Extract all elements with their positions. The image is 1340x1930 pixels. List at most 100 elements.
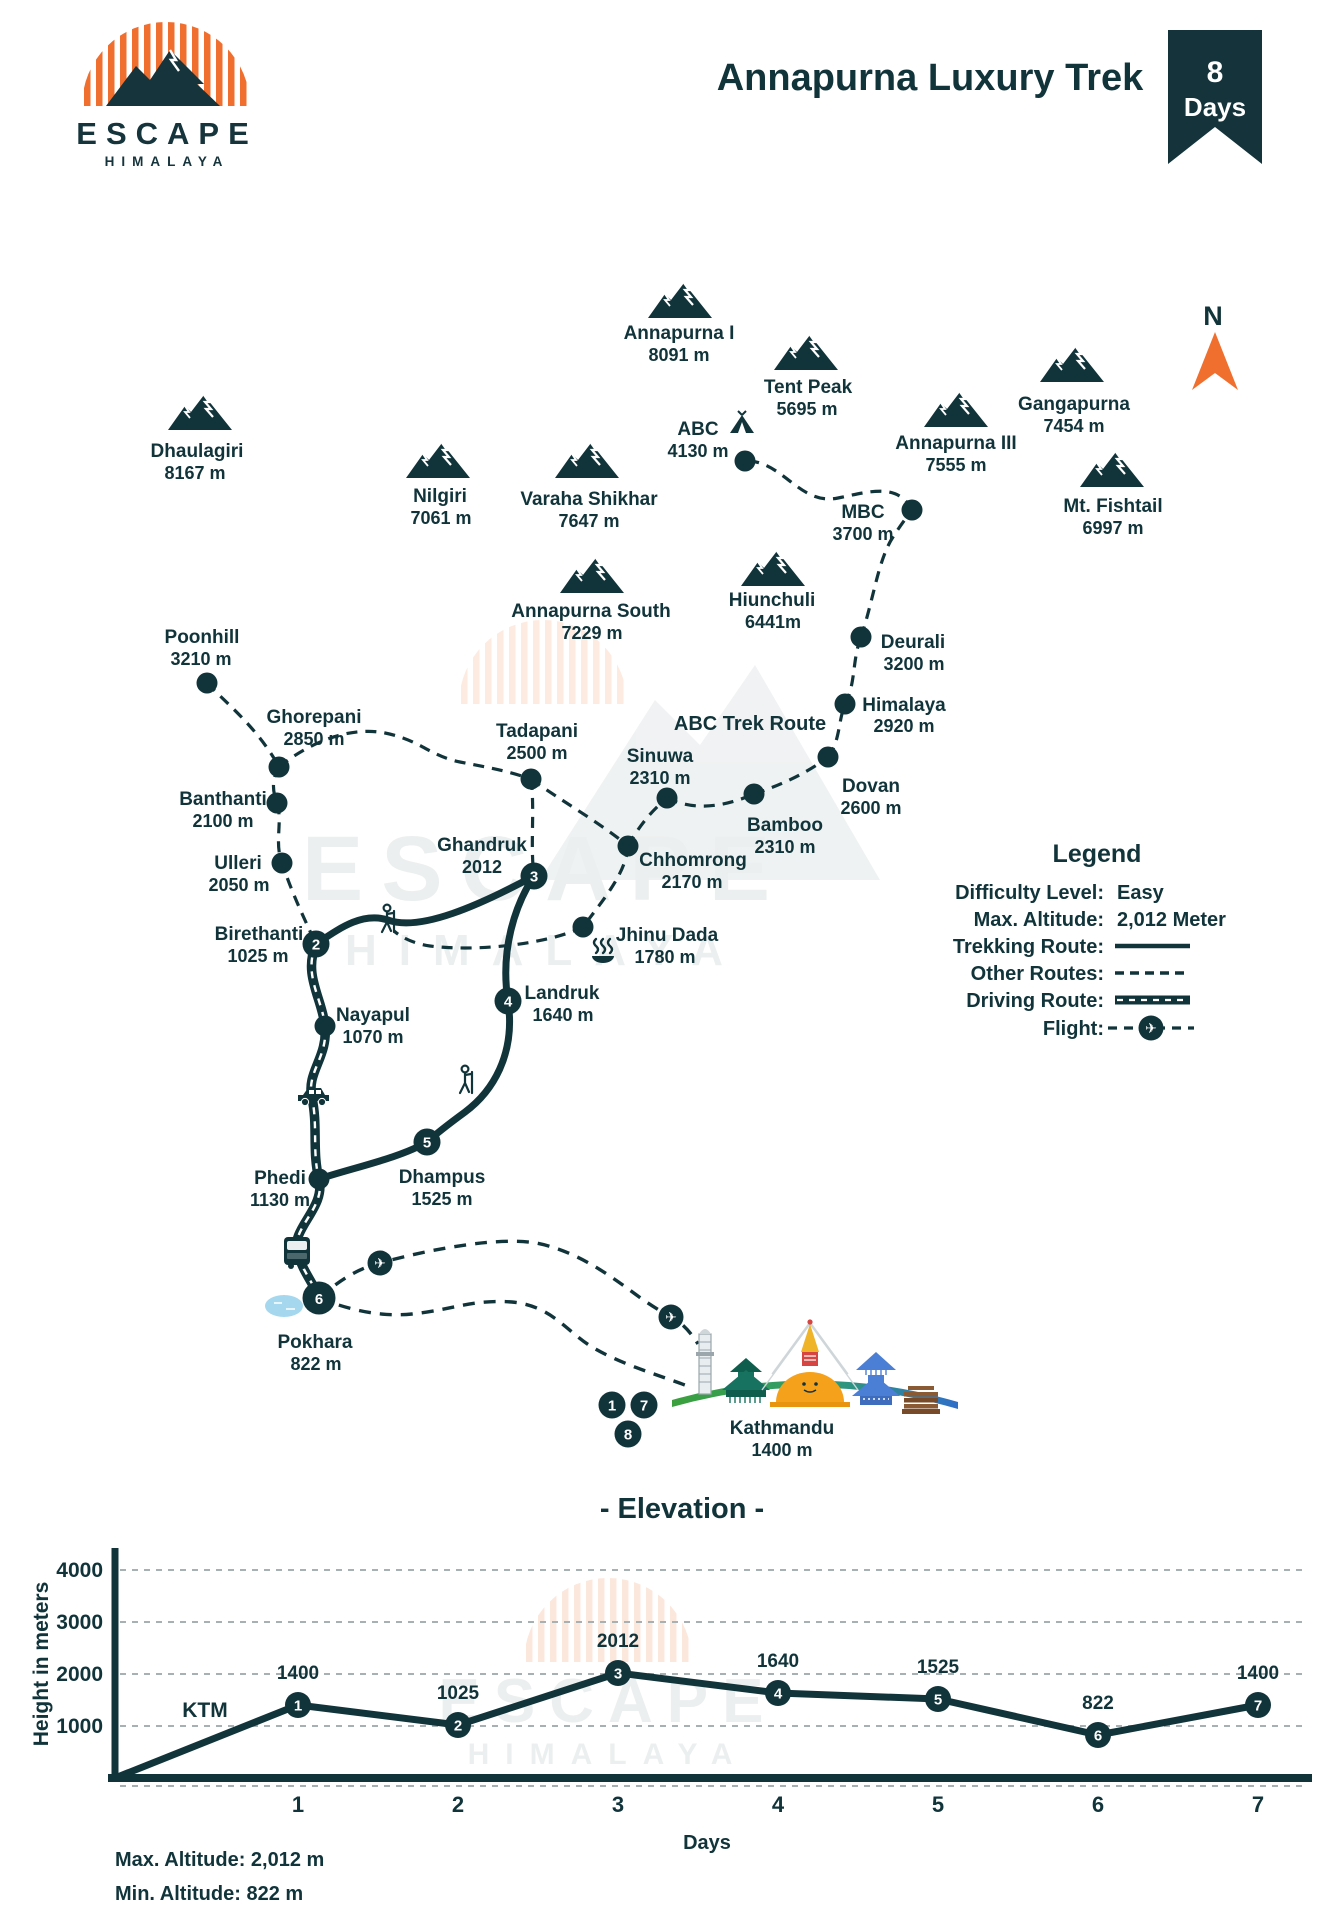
svg-text:Hiunchuli: Hiunchuli [729,590,816,611]
svg-text:4: 4 [774,1686,783,1703]
stop-8-kathmandu: 8 [614,1420,642,1448]
svg-text:8: 8 [624,1427,632,1444]
svg-text:2050 m: 2050 m [208,875,269,895]
mountain-elevation: 8091 m [648,345,709,365]
station-banthanti: Banthanti 2100 m [179,789,288,831]
legend-title: Legend [1053,840,1142,868]
svg-text:Max. Altitude:: Max. Altitude: [974,909,1104,931]
svg-text:Bamboo: Bamboo [747,815,823,836]
svg-text:3210 m: 3210 m [170,649,231,669]
station-chhomrong: Chhomrong 2170 m [617,835,747,892]
svg-text:6: 6 [1092,1792,1104,1817]
stop-7-kathmandu: 7 [630,1391,658,1419]
svg-text:Ulleri: Ulleri [214,853,262,874]
blue-pagoda-icon [852,1352,900,1405]
svg-text:HIMALAYA: HIMALAYA [468,1738,749,1771]
svg-text:822 m: 822 m [290,1354,341,1374]
svg-text:Nayapul: Nayapul [336,1005,410,1026]
station-dovan: Dovan 2600 m [817,746,902,818]
svg-text:2310 m: 2310 m [754,837,815,857]
svg-text:Tent Peak: Tent Peak [764,377,853,398]
svg-text:2: 2 [312,937,320,954]
svg-text:1400 m: 1400 m [751,1440,812,1460]
station-dot [734,450,756,472]
x-axis-title: Days [683,1832,731,1854]
svg-text:Dhaulagiri: Dhaulagiri [151,441,244,462]
svg-text:Chhomrong: Chhomrong [639,850,747,871]
svg-text:4130 m: 4130 m [667,441,728,461]
svg-text:Other Routes:: Other Routes: [971,963,1104,985]
flight-icon [658,1304,684,1330]
mountain-gangapurna: Gangapurna 7454 m [1018,345,1130,436]
chart-point-markers: 1 2 3 4 5 6 7 [285,1660,1271,1748]
svg-text:4000: 4000 [56,1559,103,1582]
svg-text:1: 1 [294,1698,302,1715]
legend: Legend Difficulty Level: Easy Max. Altit… [953,840,1226,1041]
svg-text:1000: 1000 [56,1715,103,1738]
svg-text:2,012 Meter: 2,012 Meter [1117,909,1226,931]
svg-text:7061 m: 7061 m [410,508,471,528]
svg-text:Pokhara: Pokhara [278,1332,353,1353]
station-mbc: MBC 3700 m [832,499,923,544]
svg-text:2012: 2012 [597,1631,639,1652]
boudhanath-stupa-icon [761,1319,859,1407]
mountain-annapurna-south: Annapurna South 7229 m [511,556,671,643]
svg-text:7: 7 [1252,1792,1264,1817]
station-dot [314,1015,336,1037]
svg-text:1400: 1400 [277,1663,319,1684]
svg-text:Driving Route:: Driving Route: [966,990,1104,1012]
svg-text:8167 m: 8167 m [164,463,225,483]
svg-text:1025: 1025 [437,1683,480,1704]
svg-text:3: 3 [614,1666,622,1683]
y-axis-title: Height in meters [30,1582,53,1747]
svg-text:Mt. Fishtail: Mt. Fishtail [1063,496,1162,517]
svg-text:822: 822 [1082,1693,1114,1714]
svg-text:Flight:: Flight: [1043,1018,1104,1040]
compass-north-label: N [1203,301,1223,331]
svg-text:4: 4 [504,994,513,1011]
svg-text:Tadapani: Tadapani [496,721,578,742]
svg-text:MBC: MBC [841,502,885,523]
kathmandu-label: Kathmandu 1400 m [730,1418,835,1460]
svg-text:3: 3 [530,869,538,886]
station-ulleri: Ulleri 2050 m [208,852,293,895]
svg-text:1130 m: 1130 m [250,1190,310,1210]
svg-text:Trekking Route:: Trekking Route: [953,936,1104,958]
badge-days-unit: Days [1184,92,1246,122]
north-arrow-icon [1192,332,1238,390]
mountain-icon [406,441,470,479]
station-phedi: Phedi 1130 m [250,1168,330,1210]
svg-text:1400: 1400 [1237,1663,1279,1684]
station-dot [743,783,765,805]
svg-text:Difficulty Level:: Difficulty Level: [955,882,1104,904]
stop-2-birethanti: 2 Birethanti 1025 m [215,924,330,966]
station-himalaya: Himalaya 2920 m [834,693,946,736]
mountain-nilgiri: Nilgiri 7061 m [406,441,472,528]
days-badge: 8 Days [1168,30,1262,164]
svg-text:Sinuwa: Sinuwa [627,746,694,767]
compass: N [1192,301,1238,390]
svg-text:1: 1 [292,1792,304,1817]
svg-text:1640: 1640 [757,1651,799,1672]
svg-text:Birethanti: Birethanti [215,924,304,945]
svg-text:2012: 2012 [462,857,502,877]
flight-icon [367,1250,393,1276]
brand-subname: HIMALAYA [105,154,230,169]
elevation-line [113,1669,1259,1782]
station-dot [268,756,290,778]
mountain-icon [924,390,988,428]
svg-text:3700 m: 3700 m [832,524,893,544]
min-altitude-note: Min. Altitude: 822 m [115,1883,303,1905]
hot-spring-icon [592,937,614,963]
svg-text:2: 2 [454,1718,462,1735]
svg-text:1640 m: 1640 m [532,1005,593,1025]
svg-text:Kathmandu: Kathmandu [730,1418,835,1439]
mountain-icon [560,556,624,594]
logo-mountain-icon [106,50,220,106]
mountain-name: Annapurna I [624,323,735,344]
svg-text:Annapurna III: Annapurna III [895,433,1016,454]
svg-text:HIMALAYA: HIMALAYA [345,926,745,975]
svg-text:1780 m: 1780 m [634,947,695,967]
stop-6-pokhara: 6 Pokhara 822 m [278,1281,353,1374]
